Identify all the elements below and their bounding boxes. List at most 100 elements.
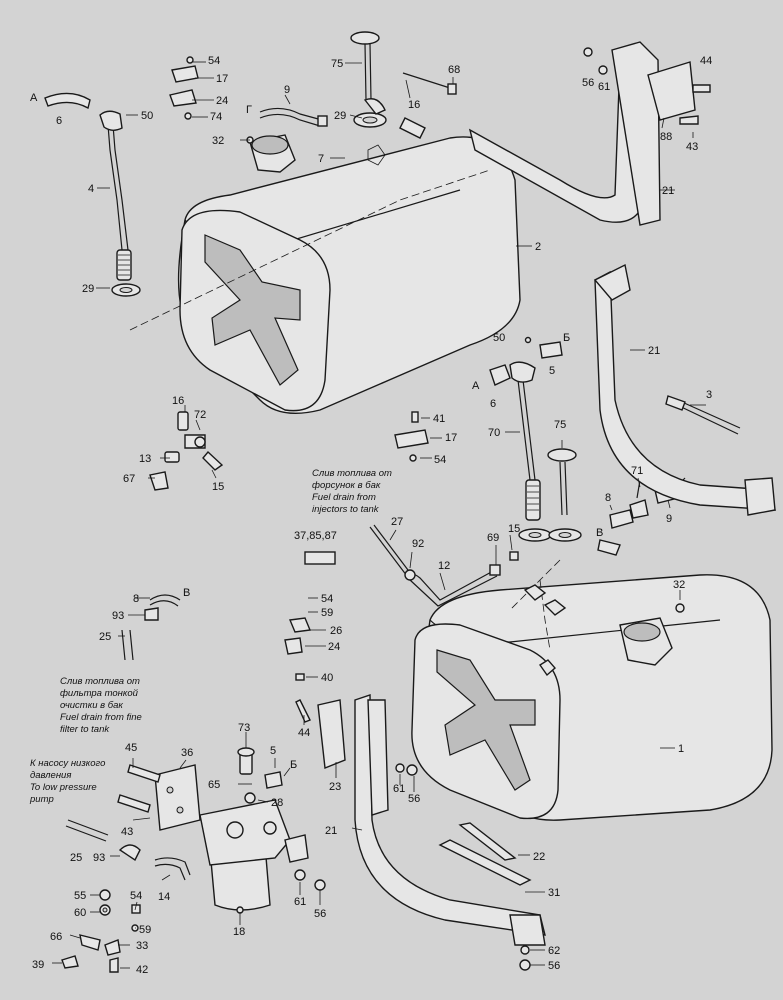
label-43b: 43	[121, 826, 133, 838]
label-26: 26	[330, 625, 342, 637]
callout-labels: 54 17 24 74 9 Г 75 68 16 29 А 6 50 32 7 …	[30, 55, 712, 976]
label-12: 12	[438, 560, 450, 572]
level-sensor-32	[246, 134, 296, 173]
fuel-pickup-tube-4	[44, 92, 141, 297]
label-32b: 32	[673, 579, 685, 591]
note-filter-ru-1: Слив топлива от	[60, 676, 140, 687]
note-pump-en-1: To low pressure	[30, 782, 97, 793]
label-42: 42	[136, 964, 148, 976]
note-filter-en-2: filter to tank	[60, 724, 110, 735]
label-5b: 5	[270, 745, 276, 757]
label-44b: 44	[298, 727, 310, 739]
label-6: 6	[56, 115, 62, 127]
small-fittings-middle	[523, 584, 567, 677]
label-43: 43	[686, 141, 698, 153]
note-injectors-ru-2: форсунок в бак	[312, 480, 381, 491]
label-1: 1	[678, 743, 684, 755]
label-g: Г	[246, 104, 252, 116]
label-45: 45	[125, 742, 137, 754]
bolt-3	[665, 395, 741, 435]
note-pump-ru-1: К насосу низкого	[30, 758, 105, 769]
label-25b: 25	[70, 852, 82, 864]
label-8b: 8	[133, 593, 139, 605]
label-75b: 75	[554, 419, 566, 431]
fasteners-bottom	[61, 763, 531, 973]
label-55: 55	[74, 890, 86, 902]
label-5: 5	[549, 365, 555, 377]
note-pump-en-2: pump	[29, 794, 54, 805]
bracket-36	[154, 764, 201, 831]
label-29b: 29	[82, 283, 94, 295]
fittings-group-left	[149, 411, 224, 491]
leader-lines	[52, 61, 706, 969]
label-56: 56	[582, 77, 594, 89]
label-28: 28	[271, 797, 283, 809]
label-60: 60	[74, 907, 86, 919]
label-13: 13	[139, 453, 151, 465]
label-41: 41	[433, 413, 445, 425]
label-68: 68	[448, 64, 460, 76]
label-54: 54	[208, 55, 220, 67]
label-33: 33	[136, 940, 148, 952]
fuel-pickup-tube-70	[489, 336, 563, 542]
label-27: 27	[391, 516, 403, 528]
label-16: 16	[408, 99, 420, 111]
note-injectors-en-1: Fuel drain from	[312, 492, 376, 503]
label-24b: 24	[328, 641, 340, 653]
label-9b: 9	[666, 513, 672, 525]
label-21c: 21	[325, 825, 337, 837]
label-3: 3	[706, 389, 712, 401]
label-32: 32	[212, 135, 224, 147]
note-filter-ru-3: очистки в бак	[60, 700, 123, 711]
label-18: 18	[233, 926, 245, 938]
label-25: 25	[99, 631, 111, 643]
label-29: 29	[334, 110, 346, 122]
label-54d: 54	[130, 890, 142, 902]
label-56b: 56	[408, 793, 420, 805]
brackets-26-24	[284, 617, 311, 723]
label-b: Б	[563, 332, 570, 344]
label-44: 44	[700, 55, 712, 67]
label-17b: 17	[445, 432, 457, 444]
label-73: 73	[238, 722, 250, 734]
label-50b: 50	[493, 332, 505, 344]
label-23: 23	[329, 781, 341, 793]
drain-tube-12-92	[404, 551, 519, 607]
label-16b: 16	[172, 395, 184, 407]
label-72: 72	[194, 409, 206, 421]
label-15: 15	[212, 481, 224, 493]
drain-clip-17-41	[394, 411, 429, 462]
label-56d: 56	[548, 960, 560, 972]
tank-strap-21-upper	[468, 41, 711, 226]
lower-fuel-tank	[411, 559, 773, 821]
label-2: 2	[535, 241, 541, 253]
label-59b: 59	[139, 924, 151, 936]
label-75: 75	[331, 58, 343, 70]
label-8: 8	[605, 492, 611, 504]
tank-strap-21-lower	[317, 694, 546, 946]
note-pump-ru-2: давления	[30, 770, 71, 781]
label-54c: 54	[321, 593, 333, 605]
label-36: 36	[181, 747, 193, 759]
label-b2: Б	[290, 759, 297, 771]
label-92: 92	[412, 538, 424, 550]
label-39: 39	[32, 959, 44, 971]
label-7: 7	[318, 153, 324, 165]
label-9: 9	[284, 84, 290, 96]
label-54b: 54	[434, 454, 446, 466]
label-74: 74	[210, 111, 222, 123]
annotation-notes: Слив топлива от форсунок в бак Fuel drai…	[29, 468, 392, 805]
tube-25-93-14	[65, 819, 191, 881]
label-22: 22	[533, 851, 545, 863]
level-sensor-32-lower	[619, 603, 685, 666]
note-filter-en-1: Fuel drain from fine	[60, 712, 142, 723]
upper-fuel-tank	[129, 136, 521, 415]
label-15b: 15	[508, 523, 520, 535]
label-70: 70	[488, 427, 500, 439]
label-65: 65	[208, 779, 220, 791]
label-67: 67	[123, 473, 135, 485]
clamp-17-24	[169, 56, 199, 120]
filler-cap-75-lower	[547, 448, 621, 556]
bolts-45-43	[117, 764, 161, 813]
